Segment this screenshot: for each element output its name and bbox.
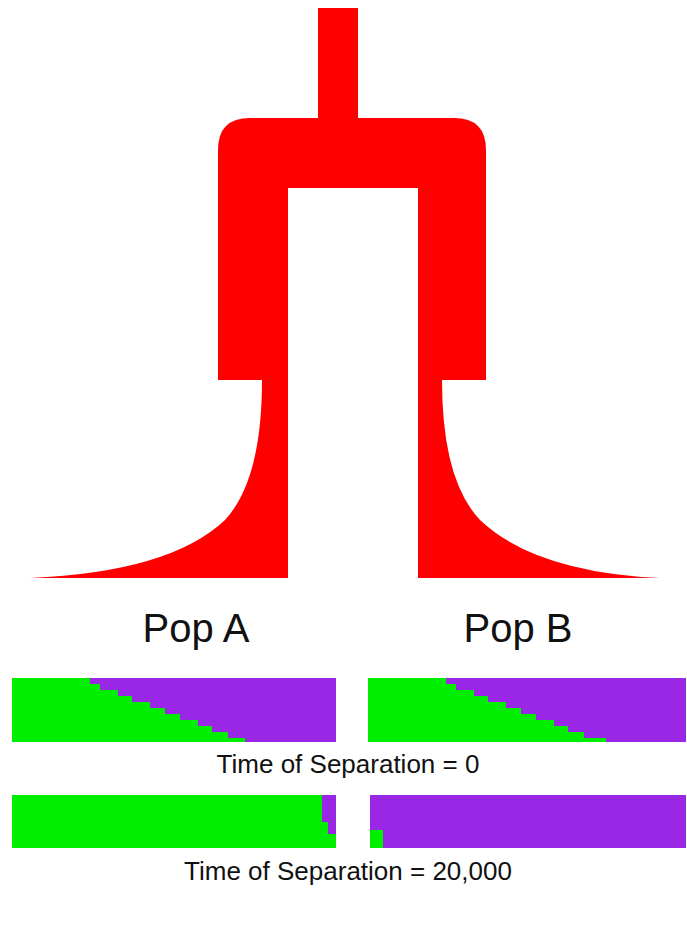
pop-b-bar — [370, 795, 686, 848]
population-label: Pop A — [143, 604, 250, 652]
pop-a-bar — [12, 678, 336, 742]
ancestry-bars-time-20000 — [12, 795, 686, 848]
pop-b-bar — [368, 678, 686, 742]
time-caption: Time of Separation = 0 — [217, 749, 480, 780]
population-label: Pop B — [464, 604, 573, 652]
pop-a-green-share — [12, 678, 245, 742]
split-branches — [218, 118, 486, 380]
pop-b-green-share — [368, 678, 606, 742]
population-tree — [30, 8, 660, 578]
pop-b-growth — [418, 380, 660, 578]
pop-a-bar — [12, 795, 336, 848]
ancestry-bars-time-0 — [12, 678, 686, 742]
time-caption: Time of Separation = 20,000 — [184, 856, 512, 887]
pop-b-green-share — [370, 830, 383, 848]
pop-a-purple-share — [322, 795, 336, 834]
pop-a-growth — [30, 380, 288, 578]
